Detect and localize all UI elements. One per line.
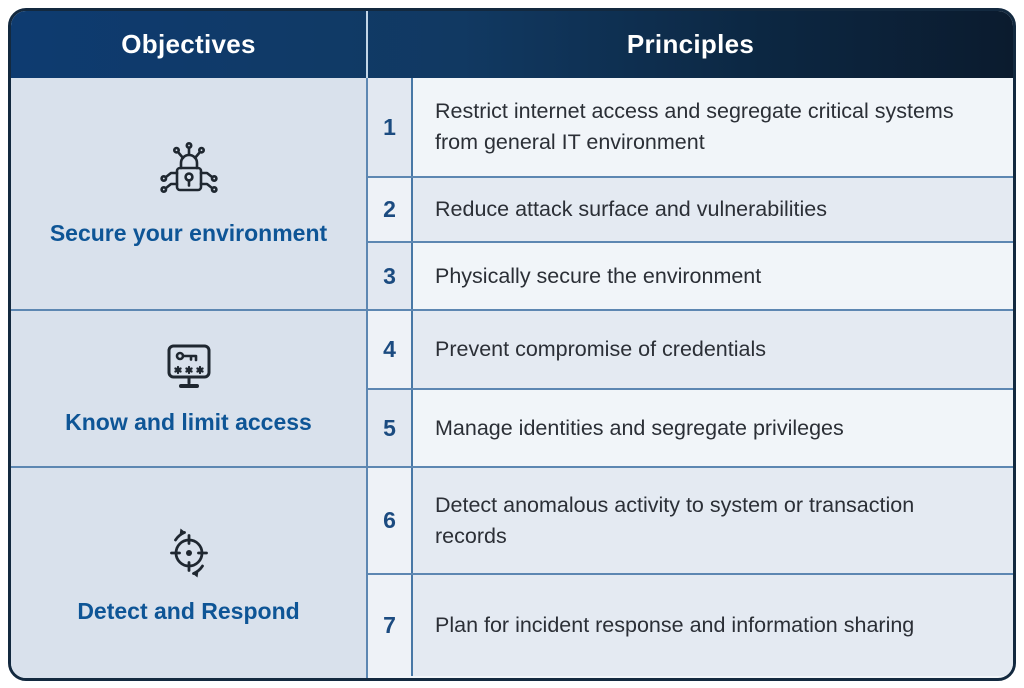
principle-row-5: 5 Manage identities and segregate privil… <box>368 390 1013 466</box>
principle-text: Restrict internet access and segregate c… <box>413 78 1013 176</box>
principle-text: Manage identities and segregate privileg… <box>413 390 1013 466</box>
objective-label: Secure your environment <box>49 220 328 246</box>
principle-text: Physically secure the environment <box>413 243 1013 309</box>
principles-rows: 4 Prevent compromise of credentials 5 Ma… <box>368 311 1013 466</box>
principle-row-1: 1 Restrict internet access and segregate… <box>368 78 1013 178</box>
detect-respond-icon <box>157 522 221 584</box>
principles-rows: 6 Detect anomalous activity to system or… <box>368 468 1013 678</box>
objective-label: Detect and Respond <box>77 597 300 624</box>
objective-label: Know and limit access <box>65 409 312 435</box>
column-header-objectives: Objectives <box>11 11 368 78</box>
principle-text: Plan for incident response and informati… <box>413 575 1013 676</box>
principle-row-4: 4 Prevent compromise of credentials <box>368 311 1013 390</box>
principle-number: 6 <box>368 468 413 573</box>
principle-number: 1 <box>368 78 413 176</box>
objective-group-detect-respond: Detect and Respond 6 Detect anomalous ac… <box>11 468 1013 678</box>
column-header-principles: Principles <box>626 29 755 59</box>
objective-cell-detect-respond: Detect and Respond <box>11 468 368 678</box>
monitor-key-icon <box>160 341 218 395</box>
principle-row-3: 3 Physically secure the environment <box>368 243 1013 309</box>
objectives-principles-table: Objectives Principles <box>8 8 1016 681</box>
principle-text: Reduce attack surface and vulnerabilitie… <box>413 178 1013 241</box>
principle-number: 5 <box>368 390 413 466</box>
principle-number: 3 <box>368 243 413 309</box>
principle-row-2: 2 Reduce attack surface and vulnerabilit… <box>368 178 1013 243</box>
principle-text: Detect anomalous activity to system or t… <box>413 468 1013 573</box>
table-body: Secure your environment 1 Restrict inter… <box>11 78 1013 678</box>
principle-row-7: 7 Plan for incident response and informa… <box>368 575 1013 676</box>
principle-number: 7 <box>368 575 413 676</box>
principle-number: 2 <box>368 178 413 241</box>
objective-group-know-limit-access: Know and limit access 4 Prevent compromi… <box>11 311 1013 468</box>
principle-text: Prevent compromise of credentials <box>413 311 1013 388</box>
objective-cell-secure-environment: Secure your environment <box>11 78 368 309</box>
principles-rows: 1 Restrict internet access and segregate… <box>368 78 1013 309</box>
objective-group-secure-environment: Secure your environment 1 Restrict inter… <box>11 78 1013 311</box>
objective-cell-know-limit-access: Know and limit access <box>11 311 368 466</box>
circuit-lock-icon <box>154 140 224 206</box>
principle-row-6: 6 Detect anomalous activity to system or… <box>368 468 1013 575</box>
principle-number: 4 <box>368 311 413 388</box>
table-header: Objectives Principles <box>11 11 1013 78</box>
